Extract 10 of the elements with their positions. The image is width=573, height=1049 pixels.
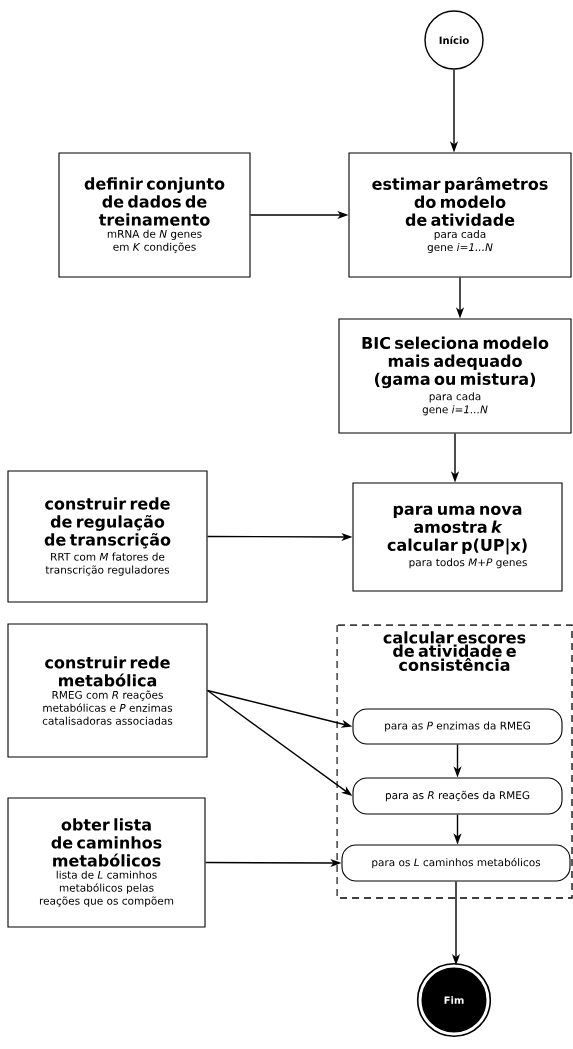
step-box: para as R reações da RMEG bbox=[352, 777, 563, 815]
process-box: construir rede metabólica RMEG com R reações metabólicas e P enzimas catalisadoras associadas bbox=[7, 623, 208, 758]
process-box: BIC seleciona modelo mais adequado (gama ou mistura) para cada gene i=1...N bbox=[338, 318, 572, 434]
process-box: definir conjunto de dados de treinamento mRNA de N genes em K condições bbox=[58, 152, 251, 278]
process-box: para uma nova amostra k calcular p(UP|x) para todos M+P genes bbox=[352, 482, 563, 592]
step-box: para as P enzimas da RMEG bbox=[352, 708, 563, 745]
process-box: obter lista de caminhos metabólicos lista de L caminhos metabólicos pelas reações que os compõem bbox=[7, 797, 206, 928]
process-box: construir rede de regulação de transcrição RRT com M fatores de transcrição reguladores bbox=[7, 470, 208, 603]
process-box: estimar parâmetros do modelo de atividade para cada gene i=1...N bbox=[348, 152, 572, 278]
step-box: para os L caminhos metabólicos bbox=[341, 844, 571, 882]
